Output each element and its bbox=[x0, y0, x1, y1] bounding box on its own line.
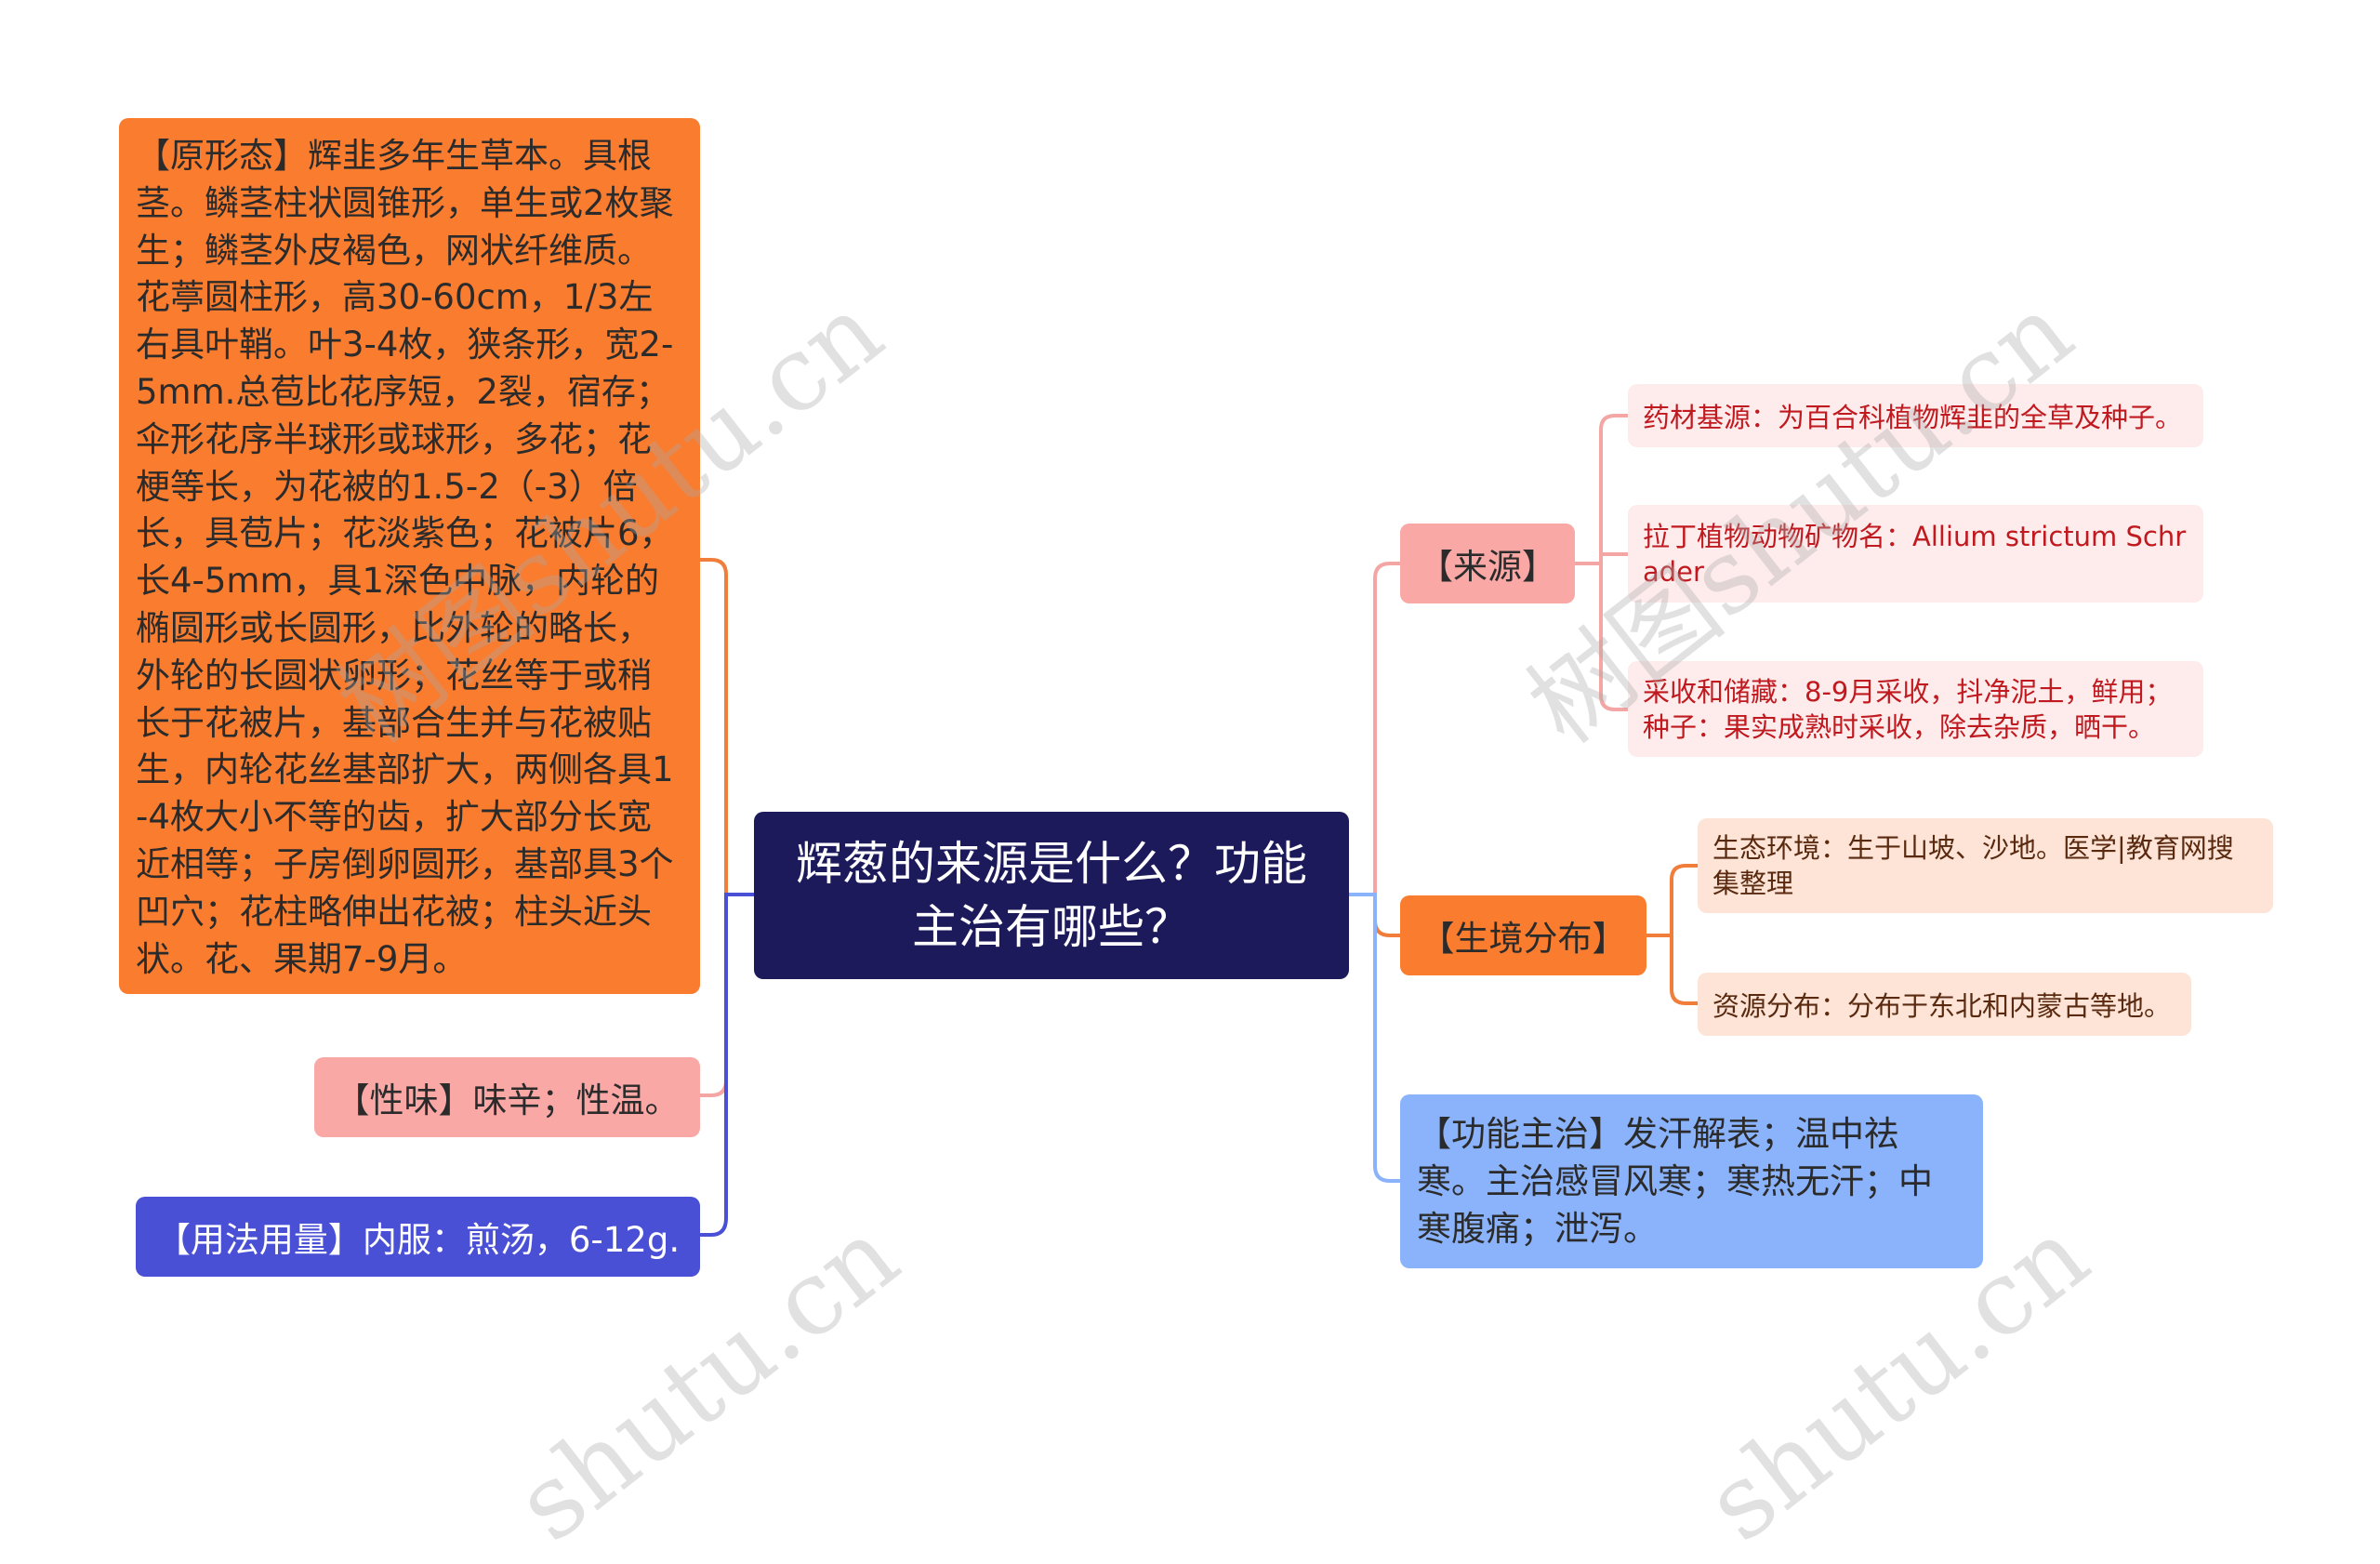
node-source[interactable]: 【来源】 bbox=[1400, 524, 1575, 603]
habitat-child-1[interactable]: 生态环境：生于山坡、沙地。医学|教育网搜集整理 bbox=[1698, 818, 2273, 913]
habitat-child-2-text: 资源分布：分布于东北和内蒙古等地。 bbox=[1712, 990, 2172, 1022]
node-habitat[interactable]: 【生境分布】 bbox=[1400, 895, 1646, 975]
habitat-child-2[interactable]: 资源分布：分布于东北和内蒙古等地。 bbox=[1698, 973, 2191, 1036]
node-nature-text: 【性味】味辛；性温。 bbox=[335, 1080, 680, 1120]
node-function[interactable]: 【功能主治】发汗解表；温中祛寒。主治感冒风寒；寒热无汗；中寒腹痛；泄泻。 bbox=[1400, 1094, 1983, 1268]
node-habitat-label: 【生境分布】 bbox=[1420, 919, 1627, 959]
source-child-1-text: 药材基源：为百合科植物辉韭的全草及种子。 bbox=[1643, 402, 2183, 433]
node-nature[interactable]: 【性味】味辛；性温。 bbox=[314, 1057, 700, 1137]
node-usage-text: 【用法用量】内服：煎汤，6-12g. bbox=[155, 1220, 681, 1260]
source-child-3-text: 采收和储藏：8-9月采收，抖净泥土，鲜用；种子：果实成熟时采收，除去杂质，晒干。 bbox=[1643, 675, 2173, 743]
node-morphology-text: 【原形态】辉韭多年生草本。具根茎。鳞茎柱状圆锥形，单生或2枚聚生；鳞茎外皮褐色，… bbox=[136, 136, 674, 979]
node-function-text: 【功能主治】发汗解表；温中祛寒。主治感冒风寒；寒热无汗；中寒腹痛；泄泻。 bbox=[1417, 1114, 1933, 1249]
source-child-2[interactable]: 拉丁植物动物矿物名：Allium strictum Schrader bbox=[1628, 505, 2203, 603]
source-child-2-text: 拉丁植物动物矿物名：Allium strictum Schrader bbox=[1643, 520, 2187, 588]
habitat-child-1-text: 生态环境：生于山坡、沙地。医学|教育网搜集整理 bbox=[1712, 832, 2234, 899]
node-usage[interactable]: 【用法用量】内服：煎汤，6-12g. bbox=[136, 1197, 700, 1277]
connector-lines bbox=[700, 414, 1698, 1237]
node-source-label: 【来源】 bbox=[1419, 547, 1556, 587]
source-child-3[interactable]: 采收和储藏：8-9月采收，抖净泥土，鲜用；种子：果实成熟时采收，除去杂质，晒干。 bbox=[1628, 661, 2203, 757]
root-node[interactable]: 辉葱的来源是什么？功能主治有哪些？ bbox=[754, 812, 1349, 979]
root-title: 辉葱的来源是什么？功能主治有哪些？ bbox=[796, 837, 1307, 954]
node-morphology[interactable]: 【原形态】辉韭多年生草本。具根茎。鳞茎柱状圆锥形，单生或2枚聚生；鳞茎外皮褐色，… bbox=[119, 118, 700, 994]
source-child-1[interactable]: 药材基源：为百合科植物辉韭的全草及种子。 bbox=[1628, 384, 2203, 447]
